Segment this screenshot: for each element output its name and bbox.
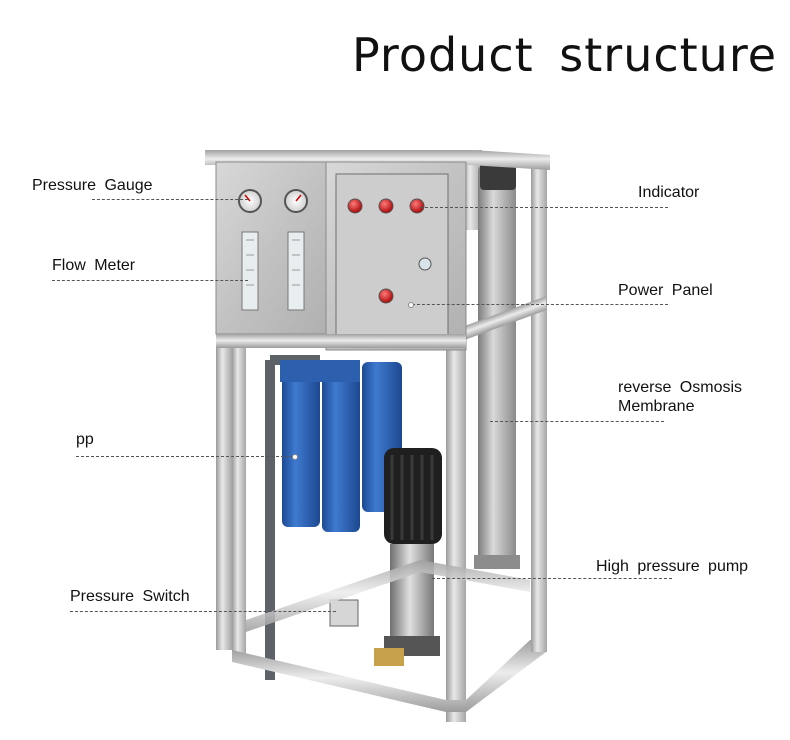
label-flow-meter: Flow Meter bbox=[52, 257, 136, 274]
panel-switch bbox=[418, 257, 432, 271]
pp-filter-2 bbox=[322, 362, 360, 532]
frame-upright-right-front bbox=[446, 330, 466, 722]
flow-meter-2 bbox=[287, 231, 305, 311]
frame-upright-left bbox=[232, 340, 246, 660]
label-power-panel: Power Panel bbox=[618, 282, 713, 299]
gauge-panel bbox=[215, 161, 329, 335]
leader-flow-meter bbox=[52, 280, 248, 281]
flow-meter-1 bbox=[241, 231, 259, 311]
leader-power-panel bbox=[412, 304, 668, 305]
label-pressure-switch: Pressure Switch bbox=[70, 588, 190, 605]
label-indicator: Indicator bbox=[638, 184, 700, 201]
marker-power-panel bbox=[408, 302, 414, 308]
ro-membrane-vessel bbox=[478, 165, 516, 565]
label-pp: pp bbox=[76, 431, 94, 448]
leader-pressure-gauge bbox=[92, 199, 248, 200]
frame-upright-back bbox=[462, 150, 482, 230]
indicator-light-3 bbox=[409, 198, 425, 214]
leader-ro-membrane bbox=[490, 421, 664, 422]
indicator-light-1 bbox=[347, 198, 363, 214]
pp-filter-cap-1 bbox=[280, 360, 320, 382]
leader-high-pressure-pump bbox=[432, 578, 672, 579]
marker-pp bbox=[292, 454, 298, 460]
ro-membrane-endcap bbox=[474, 555, 520, 569]
ro-membrane-topcap bbox=[480, 160, 516, 190]
pp-filter-1 bbox=[282, 362, 320, 527]
high-pressure-pump-body bbox=[390, 544, 434, 640]
pressure-switch-box bbox=[329, 599, 359, 627]
frame-crossbar bbox=[462, 296, 546, 341]
label-ro-membrane-line2: Membrane bbox=[618, 398, 695, 415]
brass-valve bbox=[374, 648, 404, 666]
label-high-pressure-pump: High pressure pump bbox=[596, 558, 749, 575]
leader-pp bbox=[76, 456, 294, 457]
frame-bottom-rail-front bbox=[232, 650, 466, 712]
leader-indicator bbox=[420, 207, 668, 208]
frame-bottom-rail-back bbox=[246, 560, 530, 632]
leader-pressure-switch bbox=[70, 611, 336, 612]
label-pressure-gauge: Pressure Gauge bbox=[32, 177, 153, 194]
label-ro-membrane-line1: reverse Osmosis bbox=[618, 379, 743, 396]
indicator-light-2 bbox=[378, 198, 394, 214]
frame-upright-back-right bbox=[531, 160, 547, 600]
power-button bbox=[378, 288, 394, 304]
page-title: Product structure bbox=[352, 28, 778, 82]
pp-filter-cap-2 bbox=[320, 360, 360, 382]
frame-panel-bottom-rail bbox=[216, 334, 466, 348]
frame-bottom-rail-side bbox=[466, 640, 546, 712]
